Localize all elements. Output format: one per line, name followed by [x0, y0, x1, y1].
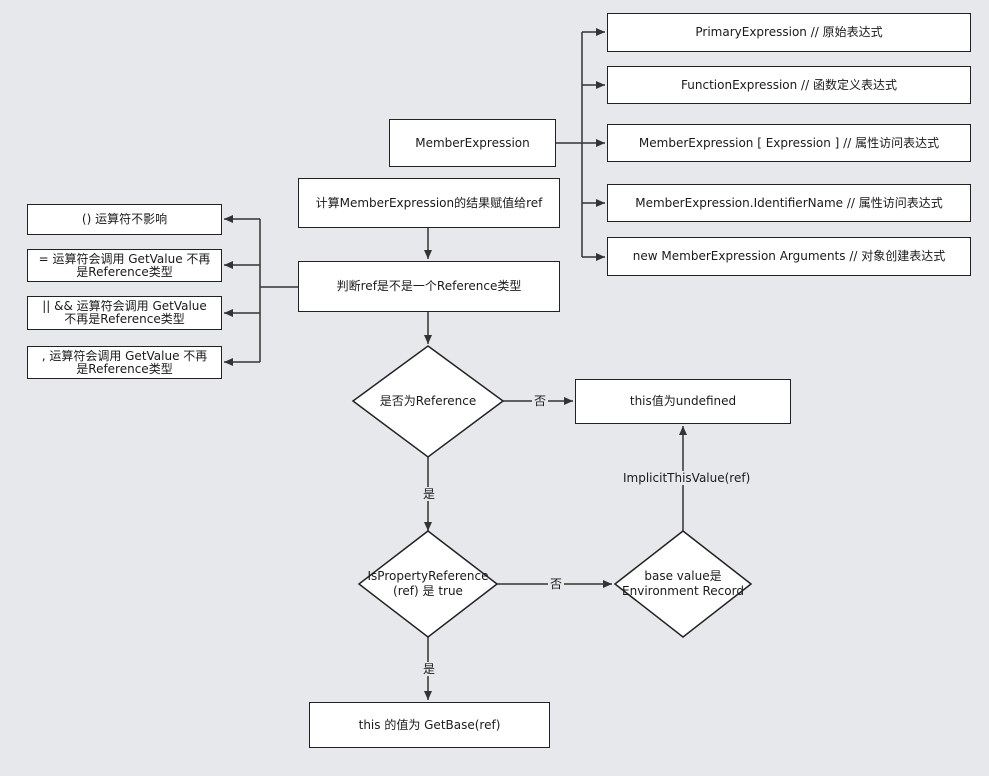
node-new-member: new MemberExpression Arguments // 对象创建表达…	[607, 237, 971, 276]
node-function-expression: FunctionExpression // 函数定义表达式	[607, 66, 971, 104]
decision-base-env-record-shape	[613, 530, 753, 638]
node-primary-expression: PrimaryExpression // 原始表达式	[607, 13, 971, 52]
node-member-dot-label: MemberExpression.IdentifierName // 属性访问表…	[635, 195, 943, 210]
node-judge-ref: 判断ref是不是一个Reference类型	[298, 261, 560, 312]
node-new-member-label: new MemberExpression Arguments // 对象创建表达…	[632, 249, 946, 263]
node-function-expression-label: FunctionExpression // 函数定义表达式	[681, 77, 897, 92]
node-compute-ref-label: 计算MemberExpression的结果赋值给ref	[315, 195, 543, 210]
decision-is-property-reference-shape	[357, 530, 499, 638]
edge-label-no-1: 否	[532, 394, 549, 408]
node-member-expression-label: MemberExpression	[415, 135, 530, 150]
node-op-logical-label: || && 运算符会调用 GetValue 不再是Reference类型	[42, 299, 207, 326]
node-member-bracket-label: MemberExpression [ Expression ] // 属性访问表…	[638, 135, 940, 150]
node-judge-ref-label: 判断ref是不是一个Reference类型	[336, 279, 522, 293]
node-op-comma-label: , 运算符会调用 GetValue 不再 是Reference类型	[41, 348, 208, 376]
node-compute-ref: 计算MemberExpression的结果赋值给ref	[298, 178, 560, 228]
node-this-getbase: this 的值为 GetBase(ref)	[309, 702, 550, 748]
edge-label-no-2: 否	[548, 577, 565, 591]
node-op-paren-label: () 运算符不影响	[81, 212, 168, 226]
edge-label-yes-2: 是	[421, 662, 438, 676]
node-op-comma: , 运算符会调用 GetValue 不再 是Reference类型	[27, 346, 222, 379]
node-member-expression: MemberExpression	[389, 119, 556, 167]
decision-is-reference: 是否为Reference	[379, 393, 477, 408]
node-member-bracket: MemberExpression [ Expression ] // 属性访问表…	[607, 124, 971, 162]
node-this-undefined: this值为undefined	[575, 379, 791, 424]
node-this-getbase-label: this 的值为 GetBase(ref)	[358, 717, 501, 732]
node-op-assign: = 运算符会调用 GetValue 不再 是Reference类型	[27, 249, 222, 282]
edge-label-yes-1: 是	[421, 487, 438, 501]
node-this-undefined-label: this值为undefined	[629, 394, 737, 408]
node-op-paren: () 运算符不影响	[27, 204, 222, 235]
decision-is-reference-shape	[351, 345, 505, 458]
node-op-assign-label: = 运算符会调用 GetValue 不再 是Reference类型	[38, 251, 211, 279]
decision-is-property-reference: IsPropertyReference (ref) 是 true	[367, 569, 489, 598]
decision-base-env-record: base value是 Environment Record	[622, 569, 744, 598]
node-member-dot: MemberExpression.IdentifierName // 属性访问表…	[607, 184, 971, 222]
node-primary-expression-label: PrimaryExpression // 原始表达式	[695, 25, 883, 39]
node-op-logical: || && 运算符会调用 GetValue 不再是Reference类型	[27, 296, 222, 330]
edge-label-implicit-this: ImplicitThisValue(ref)	[621, 471, 753, 485]
